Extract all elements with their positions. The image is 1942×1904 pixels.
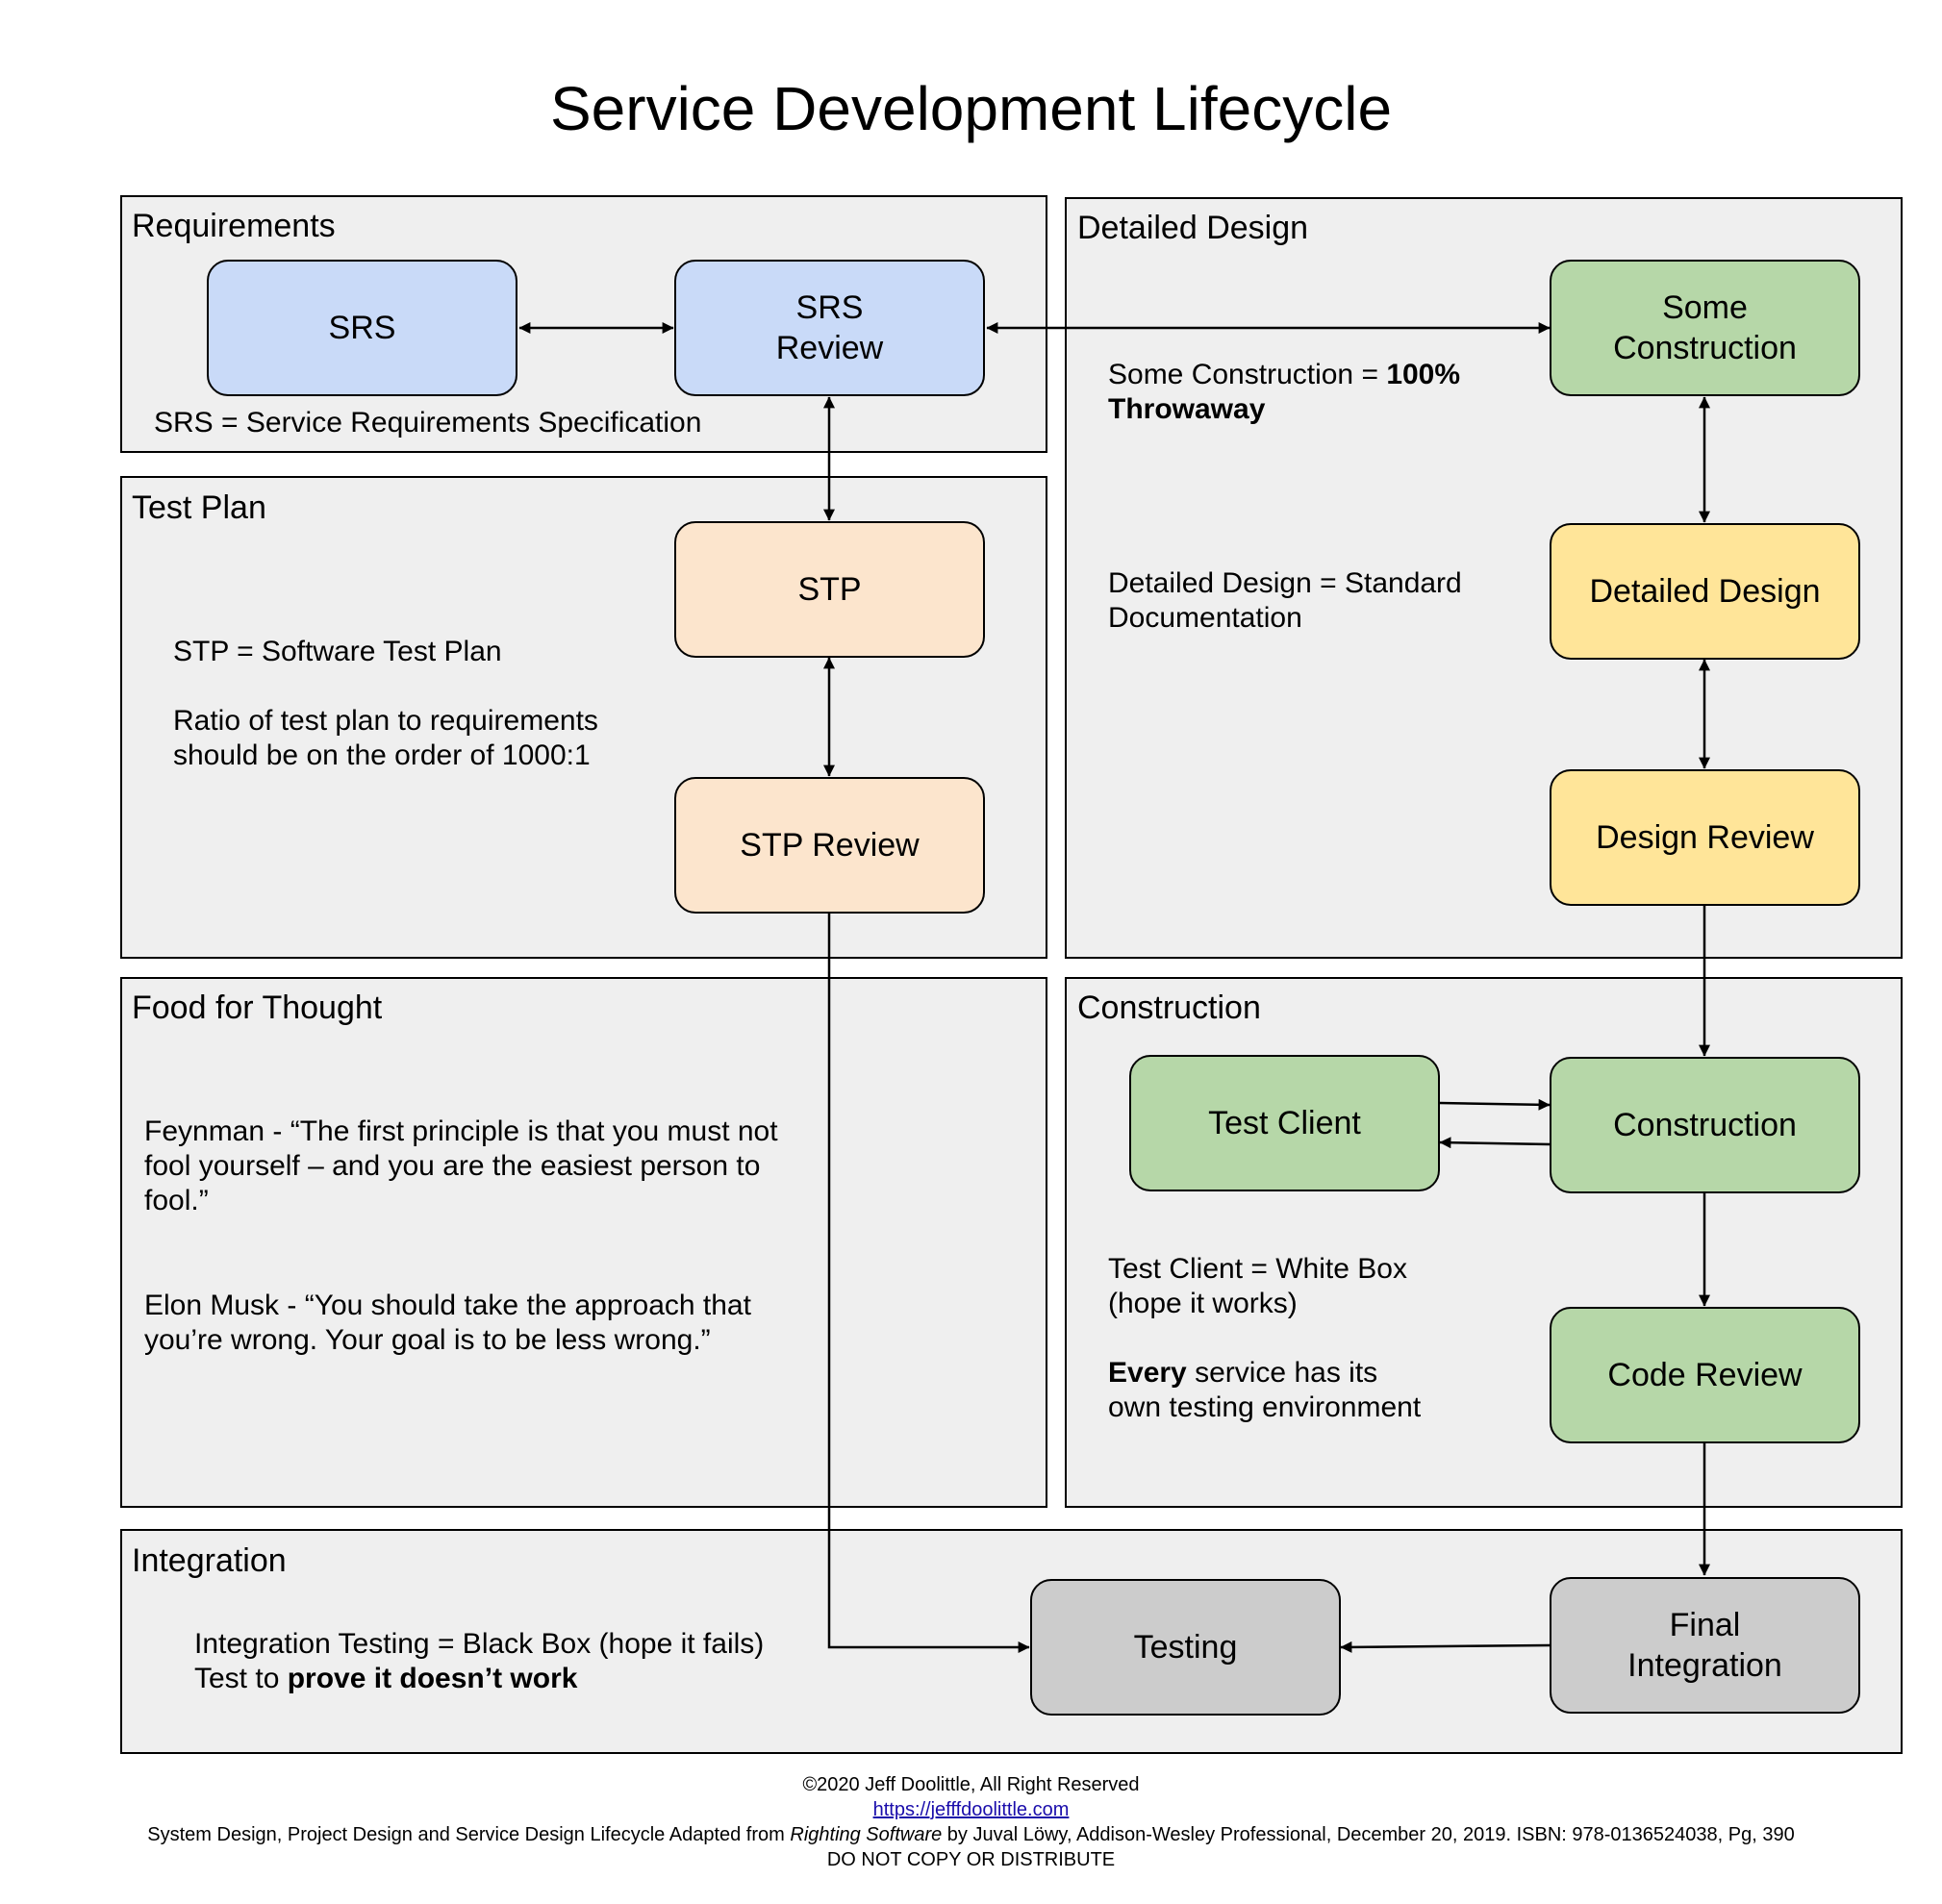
- final-integration-label-line1: Final: [1669, 1607, 1741, 1643]
- srs-review-label-line2: Review: [775, 330, 884, 366]
- integration-label: Integration: [132, 1542, 287, 1579]
- footer-copyright: ©2020 Jeff Doolittle, All Right Reserved: [802, 1774, 1140, 1795]
- design-review-node-label: Design Review: [1596, 819, 1814, 856]
- test-client-note-line1: Test Client = White Box: [1108, 1253, 1407, 1285]
- test-client-node-label: Test Client: [1208, 1105, 1361, 1141]
- detailed-design-note-line1: Detailed Design = Standard: [1108, 567, 1462, 599]
- detailed-design-label: Detailed Design: [1077, 210, 1309, 246]
- footer: ©2020 Jeff Doolittle, All Right Reserved…: [0, 1772, 1942, 1872]
- some-construction-bold-2: Throwaway: [1108, 393, 1266, 425]
- testing-node: Testing: [1030, 1579, 1341, 1716]
- footer-url-link[interactable]: https://jefffdoolittle.com: [872, 1799, 1070, 1820]
- detailed-design-note-line2: Documentation: [1108, 602, 1302, 634]
- footer-source-italic: Righting Software: [790, 1824, 943, 1845]
- footer-source: System Design, Project Design and Servic…: [0, 1822, 1942, 1847]
- test-plan-label: Test Plan: [132, 489, 266, 526]
- footer-source-suffix: by Juval Löwy, Addison-Wesley Profession…: [942, 1824, 1795, 1845]
- food-for-thought-label: Food for Thought: [132, 990, 383, 1026]
- construction-node-label: Construction: [1613, 1107, 1797, 1143]
- every-bold: Every: [1108, 1357, 1187, 1389]
- srs-node: SRS: [207, 260, 517, 396]
- integration-bold: prove it doesn’t work: [287, 1663, 578, 1694]
- integration-note-line2: Test to prove it doesn’t work: [194, 1662, 764, 1696]
- food-for-thought-panel: [120, 977, 1047, 1508]
- some-construction-note-line1: Some Construction = 100%: [1108, 358, 1460, 392]
- footer-source-prefix: System Design, Project Design and Servic…: [147, 1824, 791, 1845]
- construction-node: Construction: [1550, 1057, 1860, 1193]
- detailed-design-node-label: Detailed Design: [1589, 573, 1821, 610]
- some-construction-note-line2: Throwaway: [1108, 392, 1460, 427]
- feynman-line-2: fool yourself – and you are the easiest …: [144, 1150, 761, 1182]
- some-construction-bold-1: 100%: [1386, 359, 1461, 390]
- some-construction-node: Some Construction: [1550, 260, 1860, 396]
- detailed-design-node: Detailed Design: [1550, 523, 1860, 660]
- detailed-design-note: Detailed Design = Standard Documentation: [1108, 566, 1462, 636]
- integration-prefix: Test to: [194, 1663, 288, 1694]
- some-construction-label-line2: Construction: [1613, 330, 1797, 366]
- musk-line-2: you’re wrong. Your goal is to be less wr…: [144, 1324, 711, 1356]
- srs-review-label-line1: SRS: [795, 289, 864, 326]
- stp-definition: STP = Software Test Plan Ratio of test p…: [173, 635, 598, 773]
- feynman-line-1: Feynman - “The first principle is that y…: [144, 1115, 778, 1147]
- srs-definition: SRS = Service Requirements Specification: [154, 406, 701, 440]
- every-rest: service has its: [1186, 1357, 1378, 1389]
- integration-note: Integration Testing = Black Box (hope it…: [194, 1627, 764, 1696]
- every-service-line2: own testing environment: [1108, 1391, 1422, 1423]
- design-review-node: Design Review: [1550, 769, 1860, 906]
- musk-line-1: Elon Musk - “You should take the approac…: [144, 1290, 751, 1321]
- code-review-node: Code Review: [1550, 1307, 1860, 1443]
- footer-notice: DO NOT COPY OR DISTRIBUTE: [826, 1849, 1116, 1870]
- stp-review-node: STP Review: [674, 777, 985, 914]
- requirements-label: Requirements: [132, 208, 336, 244]
- some-construction-label-line1: Some: [1662, 289, 1748, 326]
- ratio-line-1: Ratio of test plan to requirements: [173, 705, 598, 737]
- integration-note-line1: Integration Testing = Black Box (hope it…: [194, 1628, 765, 1660]
- stp-definition-text: STP = Software Test Plan: [173, 636, 502, 667]
- musk-quote: Elon Musk - “You should take the approac…: [144, 1289, 751, 1358]
- final-integration-node: Final Integration: [1550, 1577, 1860, 1714]
- some-construction-prefix: Some Construction =: [1108, 359, 1387, 390]
- some-construction-note: Some Construction = 100% Throwaway: [1108, 358, 1460, 427]
- srs-review-node: SRS Review: [674, 260, 985, 396]
- testing-node-label: Testing: [1133, 1629, 1238, 1666]
- stp-node-label: STP: [797, 571, 862, 608]
- ratio-line-2: should be on the order of 1000:1: [173, 739, 591, 771]
- test-client-note: Test Client = White Box (hope it works) …: [1108, 1252, 1421, 1425]
- final-integration-label-line2: Integration: [1627, 1647, 1782, 1684]
- feynman-line-3: fool.”: [144, 1185, 209, 1216]
- construction-label: Construction: [1077, 990, 1261, 1026]
- stp-review-node-label: STP Review: [740, 827, 920, 864]
- srs-node-label: SRS: [328, 310, 396, 346]
- code-review-node-label: Code Review: [1607, 1357, 1803, 1393]
- every-service-line1: Every service has its: [1108, 1356, 1421, 1390]
- srs-definition-text: SRS = Service Requirements Specification: [154, 407, 702, 438]
- stp-node: STP: [674, 521, 985, 658]
- page-title: Service Development Lifecycle: [549, 74, 1393, 143]
- test-client-note-line2: (hope it works): [1108, 1288, 1298, 1319]
- test-client-node: Test Client: [1129, 1055, 1440, 1191]
- footer-url-line: https://jefffdoolittle.com: [0, 1797, 1942, 1822]
- feynman-quote: Feynman - “The first principle is that y…: [144, 1115, 778, 1218]
